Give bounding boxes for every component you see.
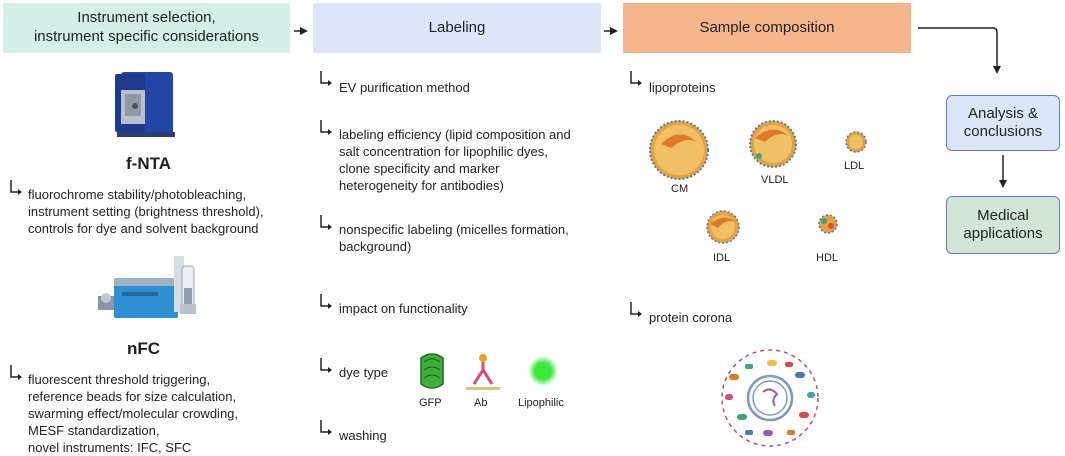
nfc-bullet-arrow — [10, 365, 22, 380]
nfc-label: nFC — [127, 339, 161, 358]
fnta-considerations: fluorochrome stability/photobleaching, i… — [28, 187, 264, 236]
gfp-icon — [420, 353, 444, 389]
fnta-bullet-arrow — [10, 180, 22, 195]
protein-corona-heading: protein corona — [649, 310, 733, 325]
labeling-bullet-arrow — [320, 420, 332, 435]
ldl-particle-icon — [845, 131, 867, 153]
fnta-label: f-NTA — [126, 154, 171, 173]
analysis-box: Analysis & conclusions — [946, 95, 1060, 151]
nfc-considerations: fluorescent threshold triggering, refere… — [28, 372, 239, 455]
labeling-header: Labeling — [313, 3, 601, 53]
labeling-item-nonspecific: nonspecific labeling (micelles formation… — [339, 222, 569, 254]
idl-particle-icon — [706, 210, 740, 244]
labeling-bullet-arrow — [320, 294, 332, 309]
antibody-icon — [466, 354, 500, 390]
labeling-item-dye-type: dye type — [339, 365, 389, 380]
vldl-label: VLDL — [761, 174, 789, 186]
cm-label: CM — [671, 183, 689, 195]
labeling-bullet-arrow — [320, 215, 332, 230]
arrow-sample-to-analysis — [918, 27, 1001, 74]
labeling-bullet-arrow — [320, 358, 332, 373]
hdl-label: HDL — [816, 252, 839, 264]
lipoproteins-heading: lipoproteins — [649, 80, 716, 95]
medical-box: Medical applications — [946, 196, 1060, 254]
labeling-item-purification: EV purification method — [339, 80, 470, 95]
ab-label: Ab — [474, 397, 488, 409]
lipophilic-dye-icon — [528, 356, 558, 386]
fnta-instrument-icon — [115, 72, 175, 137]
labeling-bullet-arrow — [320, 120, 332, 135]
lipoproteins-bullet-arrow — [630, 71, 642, 86]
protein-corona-icon — [721, 349, 819, 447]
sample-header: Sample composition — [623, 3, 911, 53]
idl-label: IDL — [713, 252, 731, 264]
vldl-particle-icon — [749, 120, 797, 168]
labeling-item-functionality: impact on functionality — [339, 301, 468, 316]
corona-bullet-arrow — [630, 302, 642, 317]
gfp-label: GFP — [419, 397, 442, 409]
cm-particle-icon — [649, 120, 709, 180]
labeling-bullet-arrow — [320, 71, 332, 86]
hdl-particle-icon — [818, 214, 838, 234]
nfc-instrument-icon — [98, 256, 196, 318]
instrument-header: Instrument selection, instrument specifi… — [3, 3, 290, 53]
lipophilic-label: Lipophilic — [518, 397, 564, 409]
labeling-item-efficiency: labeling efficiency (lipid composition a… — [339, 127, 571, 193]
labeling-item-washing: washing — [339, 428, 387, 443]
ldl-label: LDL — [844, 160, 865, 172]
